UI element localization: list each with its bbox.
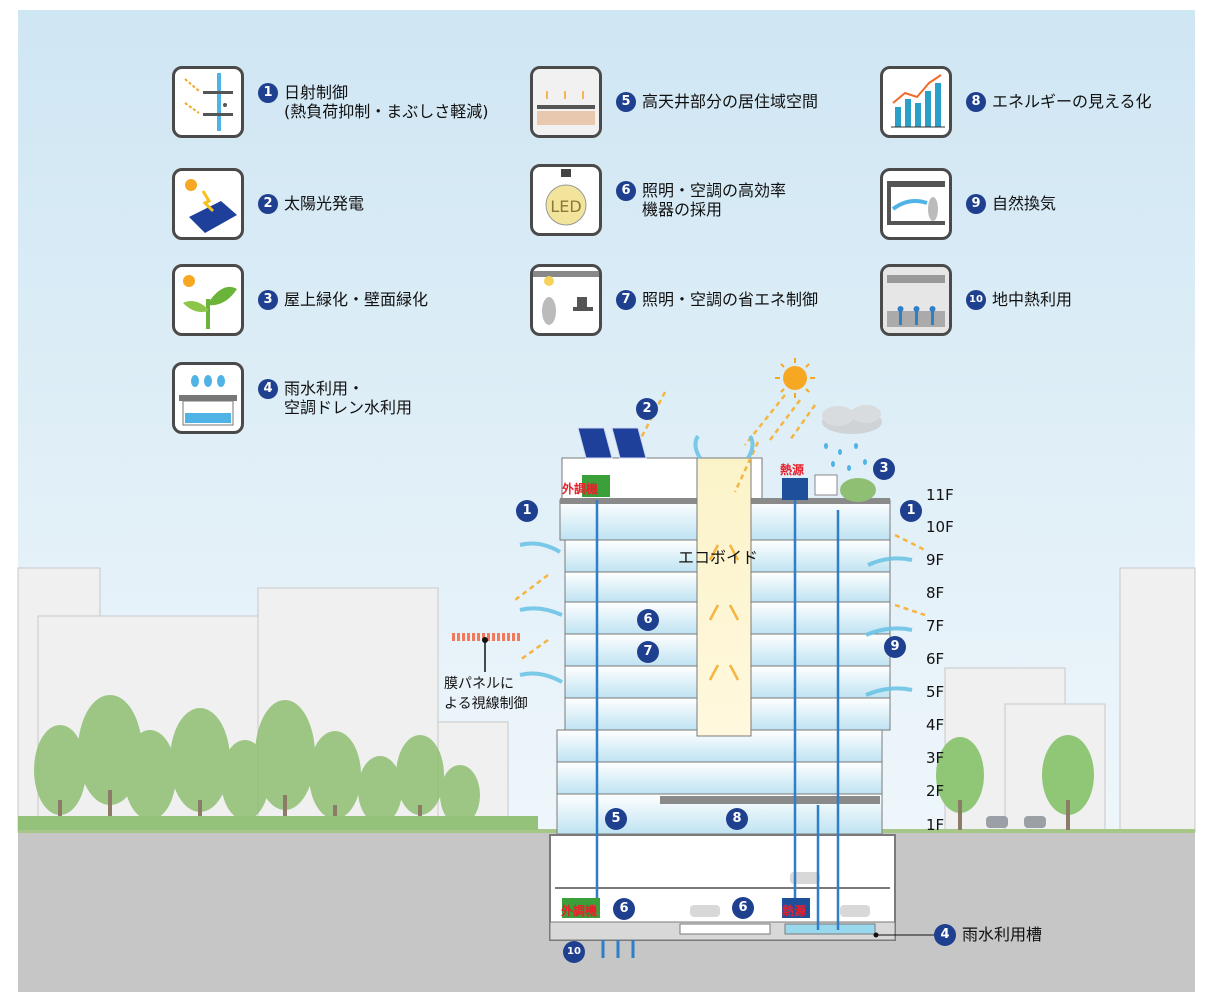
legend-label: 日射制御 (熱負荷抑制・まぶしさ軽減) — [284, 83, 489, 121]
marker-3: 3 — [873, 458, 895, 480]
legend-item-8: 8 エネルギーの見える化 — [880, 66, 1152, 138]
marker-8: 8 — [726, 808, 748, 830]
trees-right — [936, 735, 1094, 815]
pipes — [595, 500, 840, 930]
natural-ventilation-icon — [880, 168, 952, 240]
legend-item-6: LED 6 照明・空調の高効率 機器の採用 — [530, 164, 786, 236]
legend-item-2: 2 太陽光発電 — [172, 168, 364, 240]
sensor-control-icon — [530, 264, 602, 336]
basement-heat-source-label: 熱源 — [782, 904, 807, 918]
sun-rays — [514, 391, 926, 662]
legend-number: 6 — [616, 181, 636, 201]
legend-item-3: 3 屋上緑化・壁面緑化 — [172, 264, 428, 336]
high-ceiling-icon — [530, 66, 602, 138]
rooftop-outdoor-unit — [582, 475, 610, 497]
airflow-arrows — [519, 434, 913, 697]
floor-label-4f: 4F — [926, 716, 945, 734]
basement-heat-source — [782, 898, 810, 918]
basement-outdoor-unit-label: 外調機 — [561, 904, 598, 918]
geothermal-icon — [880, 264, 952, 336]
legend-number: 7 — [616, 290, 636, 310]
rooftop-outdoor-unit-label: 外調機 — [562, 482, 599, 496]
legend-label: 太陽光発電 — [284, 194, 365, 213]
legend-label: 雨水利用・ 空調ドレン水利用 — [284, 379, 413, 417]
trees-left — [34, 695, 480, 825]
legend-number: 1 — [258, 83, 278, 103]
membrane-panel-label: 膜パネルに よる視線制御 — [444, 676, 528, 712]
basement-outdoor-unit — [562, 898, 600, 918]
legend-number: 4 — [258, 379, 278, 399]
legend-item-5: 5 高天井部分の居住域空間 — [530, 66, 818, 138]
rooftop-heat-source-label: 熱源 — [780, 463, 805, 477]
floor-label-10f: 10F — [926, 518, 954, 536]
updraft-arrows — [708, 544, 740, 681]
legend-number: 2 — [258, 194, 278, 214]
legend-label: 高天井部分の居住域空間 — [642, 92, 819, 111]
floor-label-3f: 3F — [926, 749, 945, 767]
legend-item-1: 1 日射制御 (熱負荷抑制・まぶしさ軽減) — [172, 66, 489, 138]
legend-number: 3 — [258, 290, 278, 310]
rain-cloud — [822, 405, 882, 434]
legend-label: 照明・空調の省エネ制御 — [642, 290, 819, 309]
geothermal-pipes — [601, 940, 635, 958]
legend-item-9: 9 自然換気 — [880, 168, 1056, 240]
rainwater-tank-icon — [172, 362, 244, 434]
rooftop-greenery — [840, 478, 876, 502]
marker-10: 10 — [563, 941, 585, 963]
marker-6-floor: 6 — [637, 609, 659, 631]
marker-6-basement-right: 6 — [732, 897, 754, 919]
marker-6-basement-left: 6 — [613, 898, 635, 920]
marker-4: 4 — [934, 924, 956, 946]
legend-label: 自然換気 — [992, 194, 1057, 213]
eco-void-label: エコボイド — [678, 548, 759, 567]
legend-label: 屋上緑化・壁面緑化 — [284, 290, 429, 309]
sun — [783, 366, 807, 390]
legend-label: 地中熱利用 — [992, 290, 1073, 309]
legend-number: 10 — [966, 290, 986, 310]
legend-item-4: 4 雨水利用・ 空調ドレン水利用 — [172, 362, 412, 434]
legend-number: 8 — [966, 92, 986, 112]
cars — [986, 816, 1046, 828]
floor-label-8f: 8F — [926, 584, 945, 602]
marker-5: 5 — [605, 808, 627, 830]
svg-text:LED: LED — [550, 197, 581, 216]
floor-label-1f: 1F — [926, 816, 945, 834]
sun-shading-icon — [172, 66, 244, 138]
legend-item-7: 7 照明・空調の省エネ制御 — [530, 264, 818, 336]
marker-9: 9 — [884, 636, 906, 658]
solar-panels — [577, 427, 647, 459]
floor-label-7f: 7F — [926, 617, 945, 635]
rain-tank-label: 雨水利用槽 — [962, 925, 1043, 944]
floor-label-2f: 2F — [926, 782, 945, 800]
legend-item-10: 10 地中熱利用 — [880, 264, 1072, 336]
led-bulb-icon: LED — [530, 164, 602, 236]
bar-chart-icon — [880, 66, 952, 138]
raindrops — [824, 443, 867, 471]
membrane-panel-arrow — [452, 633, 522, 672]
legend-label: エネルギーの見える化 — [992, 92, 1152, 111]
marker-2: 2 — [636, 398, 658, 420]
eco-void-shaft — [696, 457, 752, 737]
floor-label-11f: 11F — [926, 486, 954, 504]
marker-1-left: 1 — [516, 500, 538, 522]
solar-panel-icon — [172, 168, 244, 240]
plant-icon — [172, 264, 244, 336]
legend-number: 9 — [966, 194, 986, 214]
rooftop-heat-source — [782, 478, 808, 500]
floor-label-9f: 9F — [926, 551, 945, 569]
legend-number: 5 — [616, 92, 636, 112]
marker-1-right: 1 — [900, 500, 922, 522]
marker-7: 7 — [637, 641, 659, 663]
legend-label: 照明・空調の高効率 機器の採用 — [642, 181, 787, 219]
floor-label-5f: 5F — [926, 683, 945, 701]
floor-label-6f: 6F — [926, 650, 945, 668]
